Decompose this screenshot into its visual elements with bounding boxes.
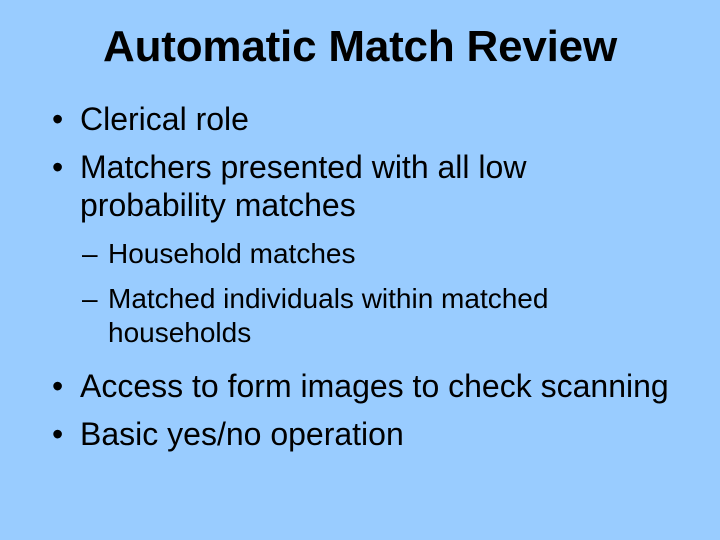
bullet-item: • Access to form images to check scannin… [0, 367, 720, 405]
bullet-label: Basic yes/no operation [80, 416, 404, 452]
bullet-marker-icon: • [52, 368, 64, 404]
bullet-label: Clerical role [80, 101, 249, 137]
bullet-marker-icon: • [52, 101, 64, 137]
bullet-item: • Basic yes/no operation [0, 415, 720, 453]
bullet-marker-icon: • [52, 149, 64, 185]
sub-bullet-label: Matched individuals within matched house… [108, 283, 549, 348]
bullet-label: Matchers presented with all low probabil… [80, 149, 527, 223]
sub-bullet-label: Household matches [108, 238, 356, 269]
sub-bullet-group: – Household matches – Matched individual… [0, 237, 720, 350]
bullet-item: • Matchers presented with all low probab… [0, 148, 720, 224]
bullet-item: • Clerical role [0, 100, 720, 138]
sub-bullet-item: – Matched individuals within matched hou… [0, 282, 720, 350]
slide-title: Automatic Match Review [103, 22, 617, 71]
dash-marker-icon: – [82, 283, 98, 314]
sub-bullet-item: – Household matches [0, 237, 720, 271]
dash-marker-icon: – [82, 238, 98, 269]
slide-body: • Clerical role • Matchers presented wit… [0, 100, 720, 463]
bullet-marker-icon: • [52, 416, 64, 452]
bullet-label: Access to form images to check scanning [80, 368, 669, 404]
